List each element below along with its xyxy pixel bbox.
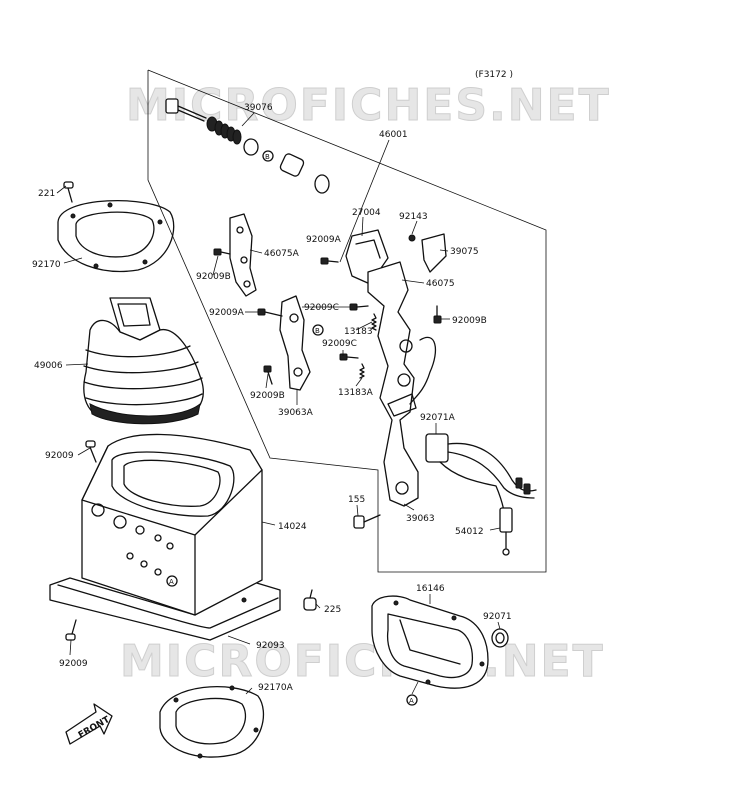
- svg-text:A: A: [409, 697, 414, 705]
- callout-92009A-a: 92009A: [306, 235, 342, 245]
- callout-13183A: 13183A: [338, 388, 374, 398]
- callout-92071A: 92071A: [420, 413, 456, 423]
- callout-155: 155: [348, 495, 365, 505]
- bolt-225: [303, 589, 317, 611]
- cover-39075: [421, 233, 447, 273]
- assembly-boundary: [147, 69, 547, 573]
- callout-92170A: 92170A: [258, 683, 294, 693]
- screw-221: [63, 181, 74, 203]
- housing-14024: A: [49, 433, 281, 641]
- nut-92143: [408, 234, 416, 242]
- callout-92009-bottom: 92009: [59, 659, 88, 669]
- screw-92009-left: [85, 440, 97, 463]
- callout-27004: 27004: [352, 208, 381, 218]
- gasket-92170A: [159, 685, 265, 759]
- callout-92009C-a: 92009C: [304, 303, 339, 313]
- callout-221: 221: [38, 189, 55, 199]
- callout-92009C-b: 92009C: [322, 339, 357, 349]
- bolt-155: [353, 514, 381, 529]
- callout-92093: 92093: [256, 641, 285, 651]
- watermark-bottom: MICROFICHES.NET: [120, 636, 605, 687]
- callout-46001: 46001: [379, 130, 408, 140]
- screw-92009-bottom: [65, 619, 77, 641]
- callout-92009B-a: 92009B: [196, 272, 231, 282]
- callout-39063A: 39063A: [278, 408, 314, 418]
- bracket-46075A: [229, 213, 257, 297]
- screw-92009C-a: [349, 303, 369, 311]
- pin-assembly-39076: B: [165, 98, 330, 194]
- callout-92009-left: 92009: [45, 451, 74, 461]
- spring-13183: [371, 313, 377, 331]
- callout-14024: 14024: [278, 522, 307, 532]
- callout-13183: 13183: [344, 327, 373, 337]
- callout-92009B-c: 92009B: [250, 391, 285, 401]
- screw-92009A-b: [257, 308, 283, 317]
- screw-92009C-b: [339, 353, 359, 361]
- screw-92009B-c: [263, 365, 273, 385]
- front-arrow: FRONT: [65, 703, 113, 745]
- lever-39063: [367, 261, 419, 507]
- callout-49006: 49006: [34, 361, 63, 371]
- wire-harness-54012: [409, 336, 537, 556]
- screw-92009B-a: [213, 248, 231, 256]
- callout-92009A-b: 92009A: [209, 308, 245, 318]
- leader-lines: [56, 112, 501, 695]
- callout-92071: 92071: [483, 612, 512, 622]
- gasket-16146: A: [371, 595, 489, 706]
- svg-text:B: B: [315, 327, 320, 335]
- callout-54012: 54012: [455, 527, 484, 537]
- lever-39063A: B: [279, 295, 324, 391]
- grommet-92071: [491, 628, 509, 648]
- spring-13183A: [359, 363, 365, 379]
- callout-46075: 46075: [426, 279, 455, 289]
- gasket-92170: [57, 199, 175, 272]
- screw-92009B-b: [433, 305, 442, 324]
- callout-92009B-b: 92009B: [452, 316, 487, 326]
- svg-text:B: B: [265, 153, 270, 161]
- callout-39063: 39063: [406, 514, 435, 524]
- callout-225: 225: [324, 605, 341, 615]
- svg-text:A: A: [169, 578, 174, 586]
- callout-92170: 92170: [32, 260, 61, 270]
- callout-16146: 16146: [416, 584, 445, 594]
- callout-labels: 221 92170 49006 92009 92009 39076 46001 …: [32, 103, 512, 693]
- diagram-code: (F3172 ): [475, 70, 513, 80]
- callout-39076: 39076: [244, 103, 273, 113]
- callout-92143: 92143: [399, 212, 428, 222]
- callout-39075: 39075: [450, 247, 479, 257]
- callout-46075A: 46075A: [264, 249, 300, 259]
- screw-92009A-a: [320, 257, 339, 265]
- boot-49006: [83, 297, 204, 425]
- watermark-top: MICROFICHES.NET: [126, 80, 611, 131]
